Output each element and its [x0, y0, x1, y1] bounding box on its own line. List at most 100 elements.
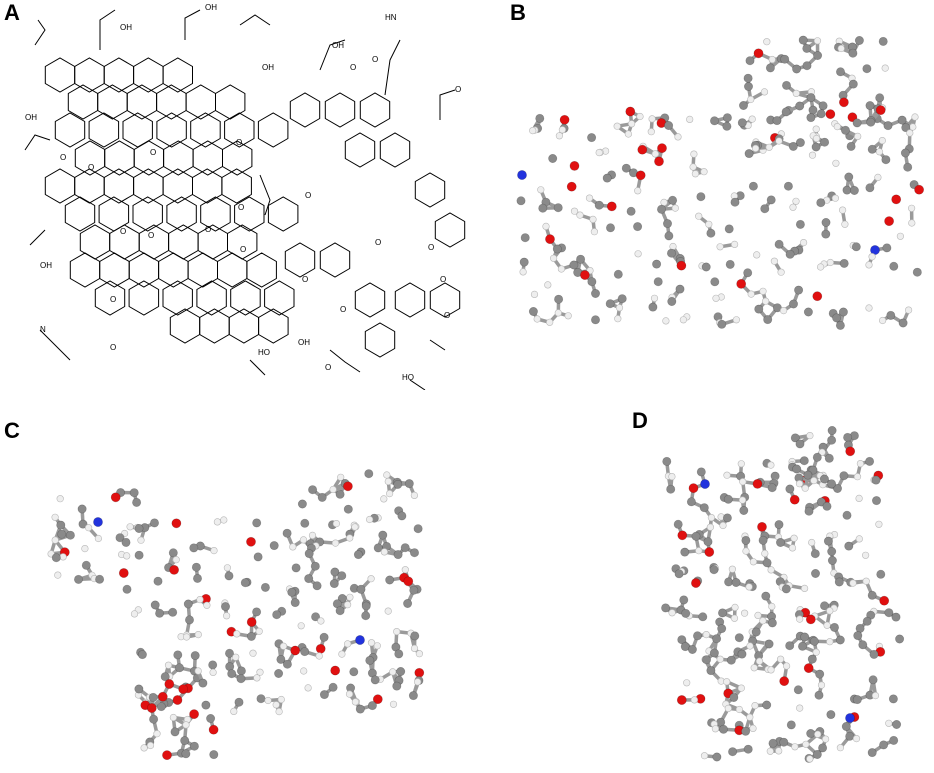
hydrogen-atom — [329, 485, 337, 494]
carbon-atom — [594, 200, 604, 210]
hydrogen-atom — [549, 254, 558, 262]
carbon-atom — [901, 123, 911, 133]
hydrogen-atom — [817, 263, 825, 271]
carbon-atom — [528, 306, 538, 316]
carbon-atom — [795, 138, 805, 148]
hydrogen-atom — [554, 309, 562, 317]
hydrogen-atom — [686, 115, 694, 123]
carbon-atom — [206, 713, 216, 723]
oxygen-atom — [657, 143, 667, 153]
hydrogen-atom — [317, 617, 325, 625]
hydrogen-atom — [386, 489, 394, 498]
carbon-atom — [662, 456, 672, 466]
hydrogen-atom — [770, 257, 779, 265]
carbon-atom — [198, 678, 208, 688]
hydrogen-atom — [810, 476, 818, 485]
carbon-atom — [813, 50, 823, 60]
carbon-atom — [835, 635, 845, 645]
hydrogen-atom — [854, 132, 862, 140]
atom-label: O — [440, 275, 446, 284]
hydrogen-atom — [849, 579, 857, 587]
hydrogen-atom — [689, 163, 697, 171]
hydrogen-atom — [648, 115, 656, 123]
hydrogen-atom — [716, 243, 724, 251]
hydrogen-atom — [735, 705, 743, 714]
hydrogen-atom — [826, 258, 835, 267]
oxygen-atom — [654, 156, 664, 167]
atom-label: O — [302, 275, 308, 284]
ring — [98, 196, 130, 232]
carbon-atom — [879, 740, 889, 750]
carbon-atom — [337, 571, 347, 581]
carbon-atom — [236, 674, 246, 684]
carbon-atom — [712, 634, 722, 644]
hydrogen-atom — [751, 702, 759, 710]
carbon-atom — [816, 109, 826, 119]
hydrogen-atom — [299, 536, 308, 544]
carbon-atom — [845, 731, 855, 741]
carbon-atom — [709, 565, 719, 575]
carbon-atom — [795, 219, 805, 229]
carbon-atom — [710, 277, 720, 287]
hydrogen-atom — [791, 743, 799, 751]
hydrogen-atom — [519, 268, 527, 276]
hydrogen-atom — [813, 37, 822, 45]
hydrogen-atom — [384, 477, 392, 486]
carbon-atom — [748, 181, 758, 191]
nitrogen-atom — [517, 170, 527, 180]
hydrogen-atom — [380, 548, 389, 556]
atom-label: O — [372, 55, 378, 64]
carbon-atom — [355, 704, 365, 714]
carbon-atom — [726, 655, 736, 665]
carbon-atom — [538, 203, 548, 213]
atom-label: O — [110, 295, 116, 304]
carbon-atom — [687, 645, 697, 655]
carbon-atom — [814, 690, 824, 700]
carbon-atom — [183, 599, 193, 609]
oxygen-atom — [606, 201, 617, 212]
carbon-atom — [722, 513, 732, 523]
ring — [224, 112, 255, 148]
carbon-atom — [674, 569, 684, 579]
hydrogen-atom — [533, 315, 541, 323]
carbon-atom — [276, 654, 286, 664]
hydrogen-atom — [868, 253, 876, 261]
carbon-atom — [148, 692, 158, 702]
hydrogen-atom — [555, 132, 564, 140]
carbon-atom — [706, 228, 716, 238]
carbon-atom — [717, 319, 727, 329]
hydrogen-atom — [747, 290, 755, 298]
atom-label: O — [110, 343, 116, 352]
hydrogen-atom — [874, 173, 882, 181]
ring — [169, 308, 201, 344]
oxygen-atom — [635, 170, 646, 181]
carbon-atom — [337, 594, 347, 604]
carbon-atom — [356, 584, 366, 594]
hydrogen-atom — [172, 556, 180, 564]
hydrogen-atom — [723, 471, 731, 479]
carbon-atom — [869, 649, 879, 659]
hydrogen-atom — [344, 601, 352, 609]
carbon-atom — [706, 666, 716, 676]
ring — [128, 280, 160, 316]
hydrogen-atom — [737, 460, 745, 468]
carbon-atom — [667, 248, 677, 258]
carbon-atom — [403, 599, 413, 609]
ring — [222, 140, 253, 176]
hydrogen-atom — [754, 611, 762, 619]
carbon-atom — [291, 563, 301, 573]
atom-label: O — [205, 225, 211, 234]
carbon-atom — [648, 302, 658, 312]
hydrogen-atom — [724, 704, 732, 713]
hydrogen-atom — [705, 220, 713, 228]
carbon-atom — [795, 101, 805, 111]
carbon-atom — [129, 488, 139, 498]
hydrogen-atom — [742, 547, 750, 555]
hydrogen-atom — [792, 197, 800, 205]
carbon-atom — [741, 535, 751, 545]
ring — [163, 140, 194, 176]
carbon-atom — [785, 641, 795, 651]
hydrogen-atom — [123, 552, 131, 560]
hydrogen-atom — [544, 281, 552, 289]
hydrogen-atom — [695, 212, 703, 220]
